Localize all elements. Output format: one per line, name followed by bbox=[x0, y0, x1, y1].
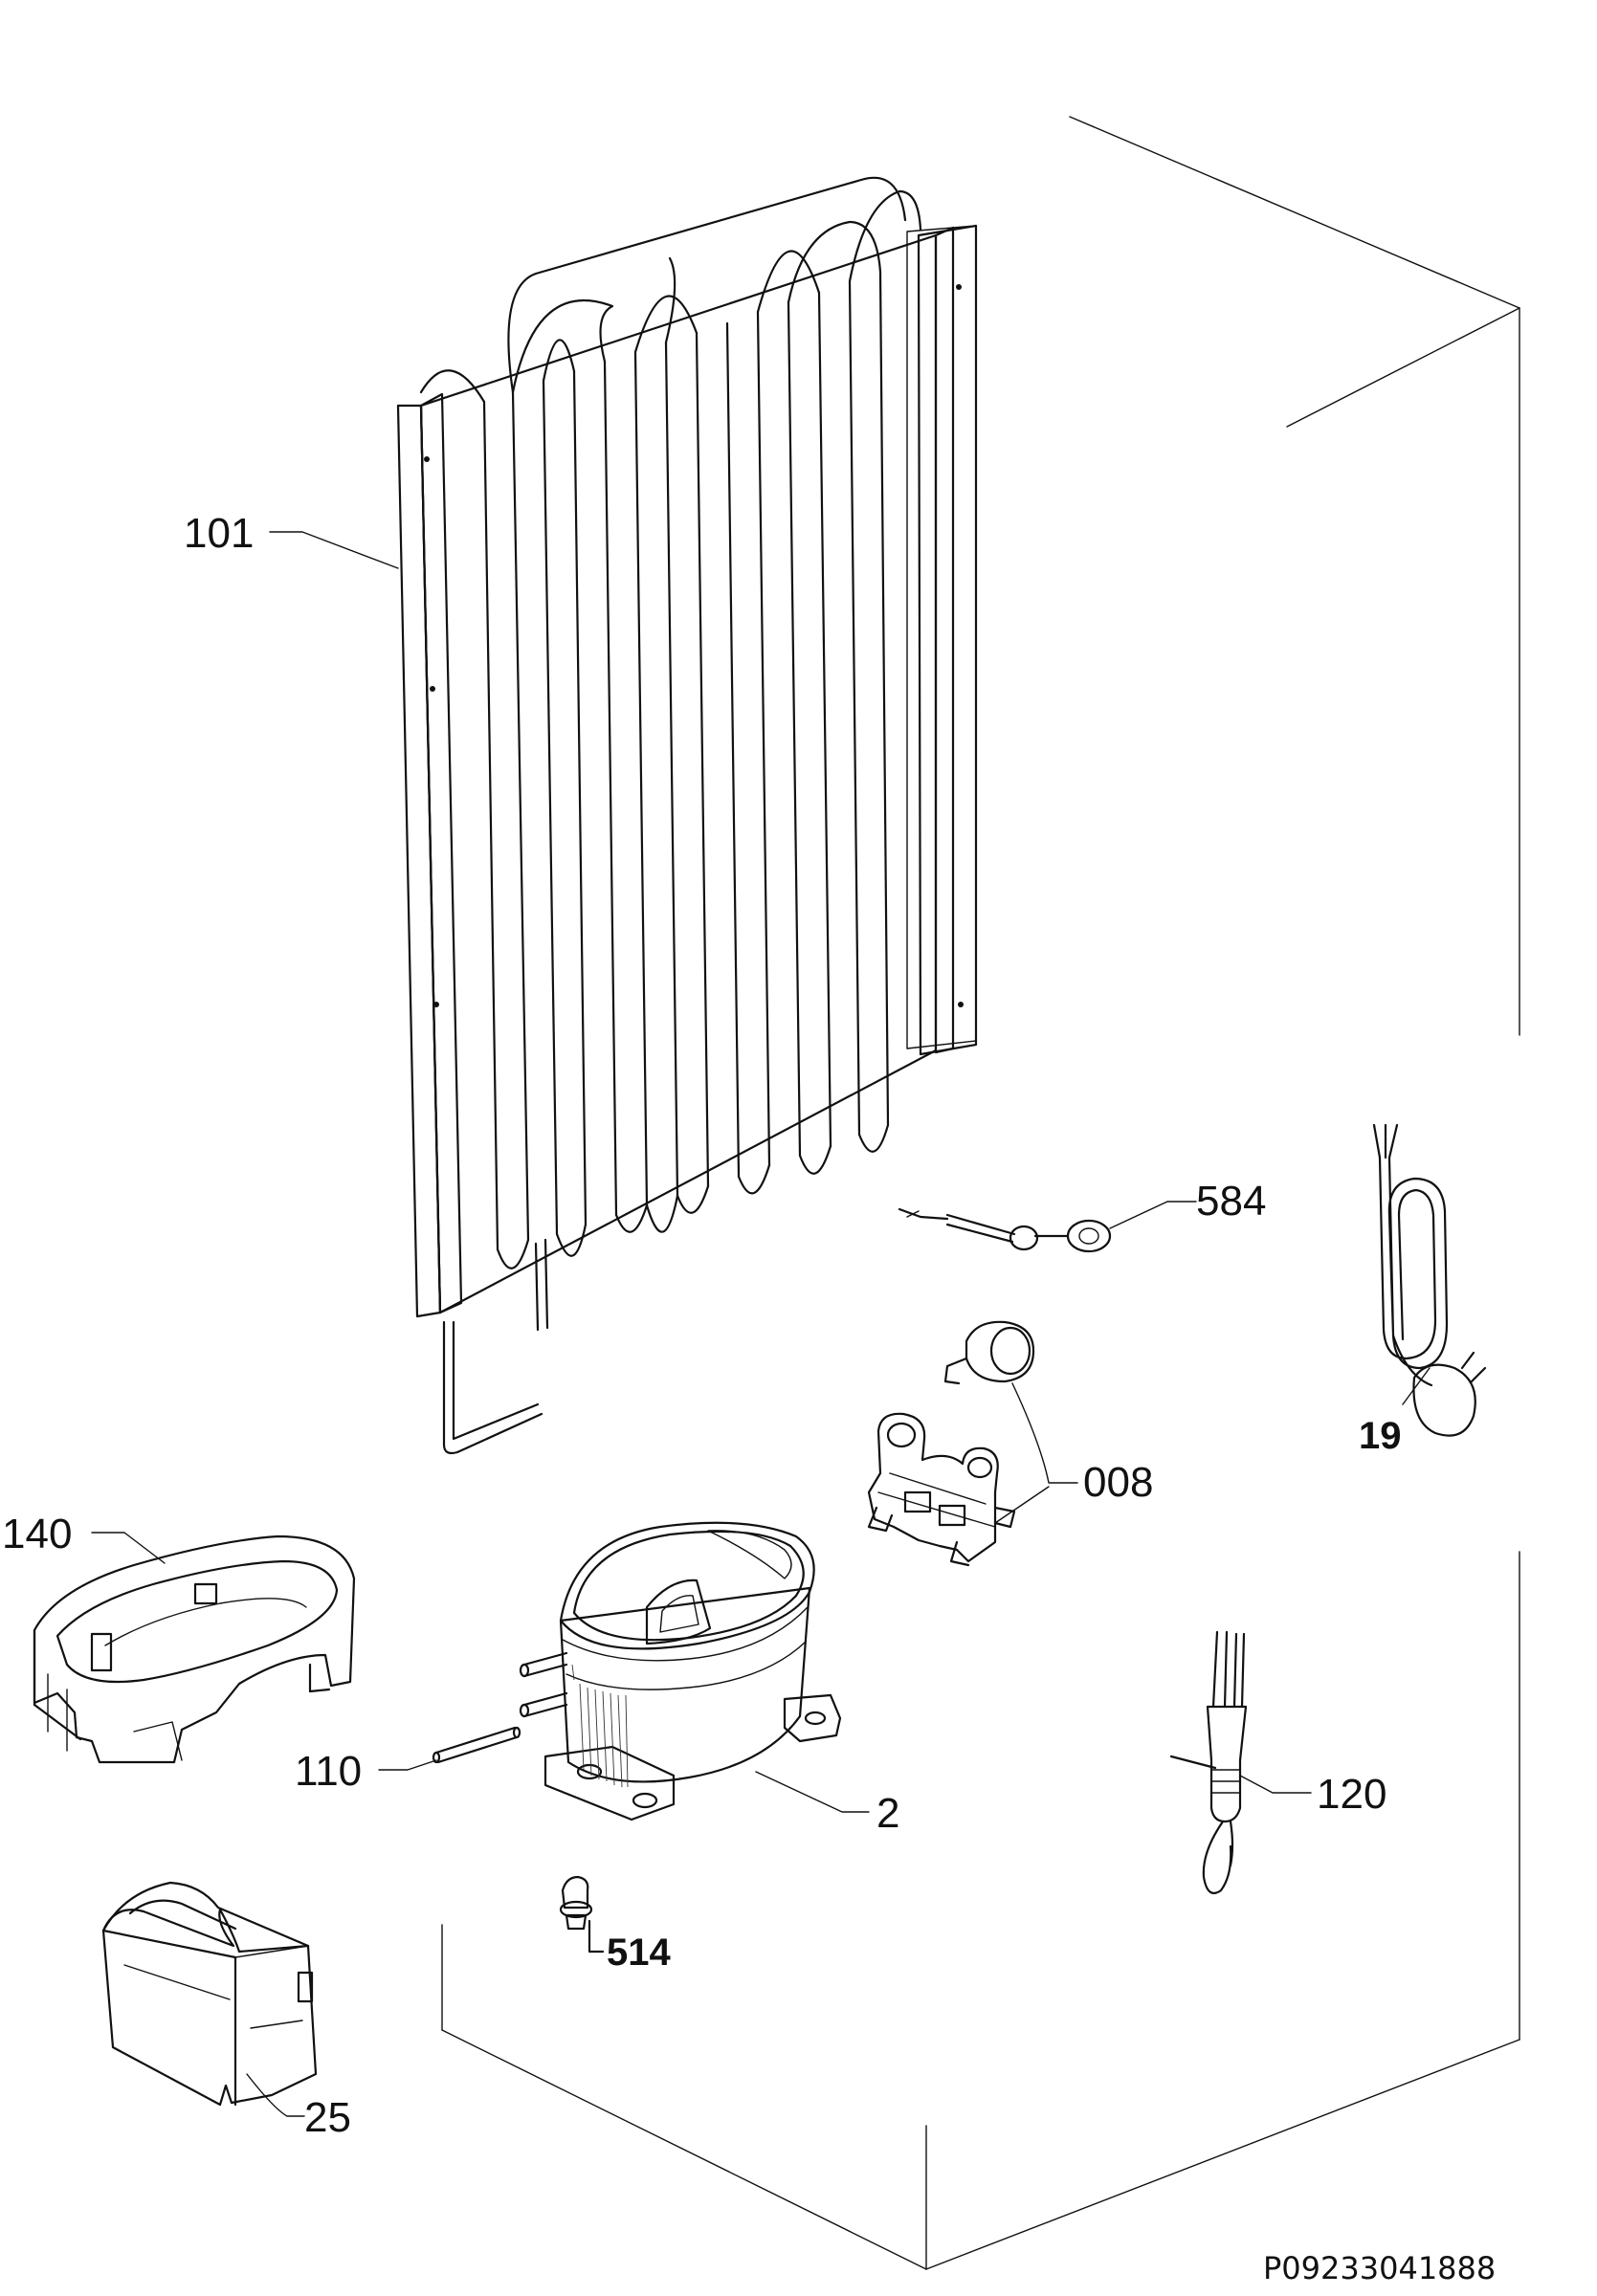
drain-tube bbox=[898, 1207, 1112, 1253]
tube bbox=[432, 1726, 521, 1764]
leader-514 bbox=[588, 1919, 605, 1954]
leader-101 bbox=[269, 531, 399, 569]
filter-drier bbox=[1169, 1630, 1248, 1894]
compressor-tray bbox=[33, 1534, 356, 1764]
relay-overload bbox=[867, 1320, 1035, 1567]
power-cord bbox=[1372, 1123, 1487, 1437]
leader-120 bbox=[1239, 1775, 1312, 1794]
compressor bbox=[519, 1521, 842, 1821]
leader-25 bbox=[246, 2073, 305, 2117]
leader-19 bbox=[1402, 1367, 1431, 1405]
callout-101: 101 bbox=[184, 510, 254, 557]
grommet bbox=[559, 1875, 593, 1931]
callout-514: 514 bbox=[607, 1932, 671, 1974]
callout-2: 2 bbox=[876, 1790, 899, 1837]
callout-120: 120 bbox=[1317, 1771, 1386, 1818]
leader-110 bbox=[378, 1759, 437, 1771]
leader-140 bbox=[91, 1532, 166, 1564]
condenser-tube bbox=[419, 176, 922, 1269]
callout-19: 19 bbox=[1359, 1415, 1402, 1457]
callout-25: 25 bbox=[304, 2094, 351, 2141]
callout-140: 140 bbox=[2, 1511, 72, 1557]
cabinet-outline bbox=[441, 116, 1520, 2270]
condenser bbox=[396, 176, 978, 1455]
callout-110: 110 bbox=[295, 1748, 362, 1795]
leader-2 bbox=[755, 1771, 870, 1813]
callout-584: 584 bbox=[1196, 1178, 1266, 1225]
leader-008 bbox=[1011, 1382, 1078, 1484]
cover bbox=[101, 1881, 318, 2107]
callout-008: 008 bbox=[1083, 1459, 1153, 1506]
leader-584 bbox=[1109, 1201, 1197, 1229]
drawing-code: P09233041888 bbox=[1263, 2250, 1496, 2286]
